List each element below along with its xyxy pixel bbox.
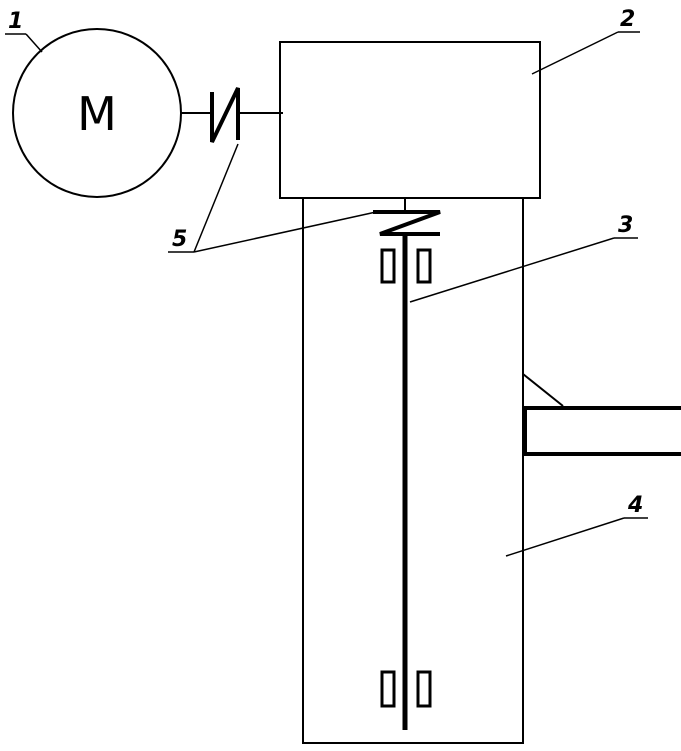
leader-1-diag bbox=[25, 33, 43, 53]
leader-2 bbox=[531, 31, 619, 75]
leader-3 bbox=[409, 237, 615, 303]
lower-bearing-right bbox=[416, 670, 432, 708]
callout-2: 2 bbox=[620, 7, 635, 32]
outlet-weld-line bbox=[522, 373, 564, 407]
upper-bearing-left bbox=[380, 248, 396, 284]
outlet-pipe bbox=[523, 406, 681, 456]
callout-4: 4 bbox=[627, 493, 643, 518]
motor-letter: M bbox=[77, 87, 117, 141]
motor-coupling bbox=[210, 87, 240, 143]
leader-5-b bbox=[193, 211, 377, 253]
tank-body bbox=[302, 197, 524, 744]
lower-bearing-left bbox=[380, 670, 396, 708]
upper-bearing-right bbox=[416, 248, 432, 284]
leader-4 bbox=[505, 517, 625, 557]
callout-3: 3 bbox=[618, 213, 633, 238]
shaft-coupling bbox=[373, 210, 441, 236]
callout-5: 5 bbox=[172, 227, 187, 252]
callout-1: 1 bbox=[8, 9, 23, 34]
gearbox-box bbox=[279, 41, 541, 199]
leader-5-a bbox=[193, 143, 239, 253]
